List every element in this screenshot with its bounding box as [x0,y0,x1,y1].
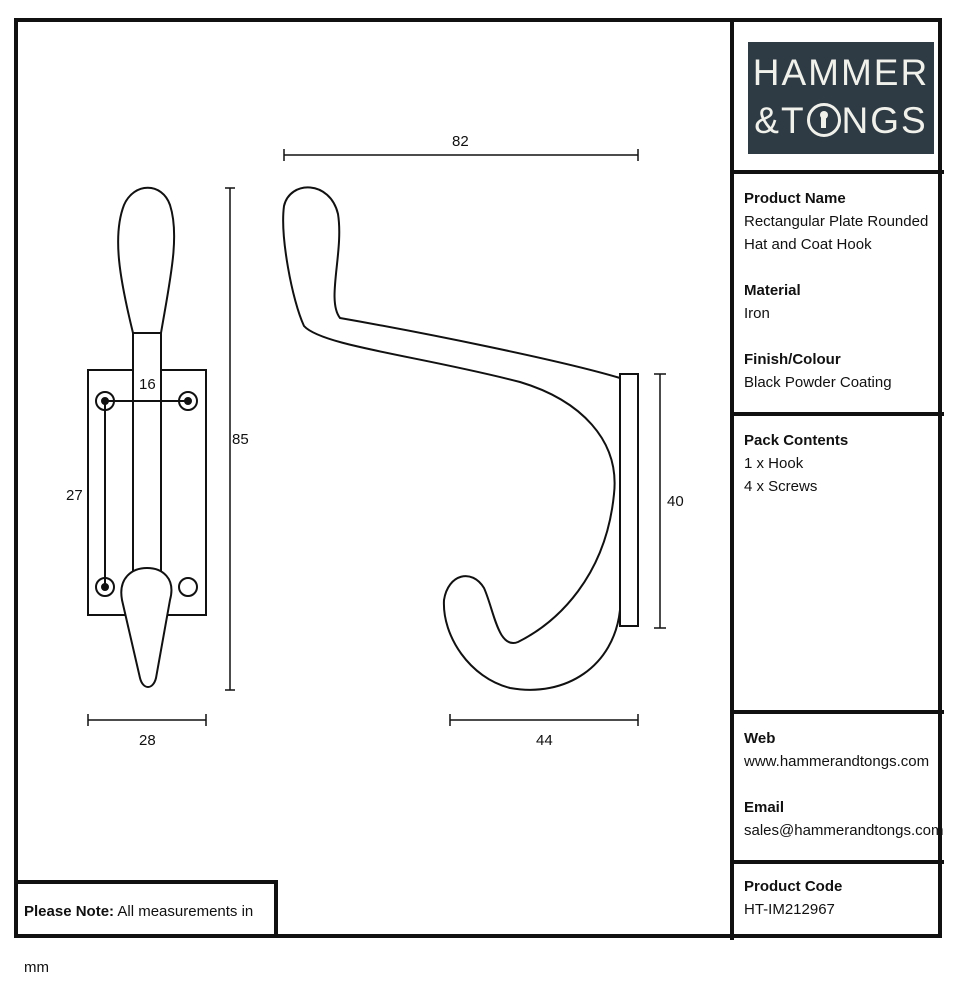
web-link[interactable]: www.hammerandtongs.com [744,753,930,770]
hole-spacing-v-label: 27 [66,487,83,504]
hole-spacing-h-label: 16 [139,376,156,393]
pack-contents-label: Pack Contents [744,432,849,449]
side-dimensions [283,149,666,726]
screw-hole-br [178,577,198,597]
upper-prong [117,186,176,334]
pack-panel: Pack Contents 1 x Hook 4 x Screws [730,414,944,714]
front-height-label: 85 [232,431,249,448]
code-panel: Product Code HT-IM212967 [730,862,944,940]
side-width-label: 82 [452,133,469,150]
side-view [282,186,639,691]
measurement-note: Please Note: All measurements in mm [14,880,278,976]
front-width-label: 28 [139,732,156,749]
plate-height-label: 40 [667,493,684,510]
product-name-label: Product Name [744,190,846,207]
keyhole-icon [806,103,841,137]
product-code-value: HT-IM212967 [744,901,835,918]
lower-prong [120,566,173,688]
front-dimensions [87,187,235,726]
finish-label: Finish/Colour [744,351,841,368]
front-view [87,186,207,688]
hook-stem [132,332,162,580]
hook-profile [282,186,621,691]
side-plate [619,373,639,627]
email-label: Email [744,799,785,816]
brand-line1: HAMMER [752,52,930,93]
side-depth-label: 44 [536,732,553,749]
product-name-line2: Hat and Coat Hook [744,236,872,253]
finish-value: Black Powder Coating [744,374,892,391]
product-panel: Product Name Rectangular Plate Rounded H… [730,172,944,416]
material-value: Iron [744,305,770,322]
technical-drawing: 85 28 16 27 82 44 40 [66,133,684,749]
pack-item: 1 x Hook [744,455,804,472]
note-label: Please Note: [24,903,115,920]
material-label: Material [744,282,801,299]
pack-item: 4 x Screws [744,478,818,495]
contact-panel: Web www.hammerandtongs.com Email sales@h… [730,712,944,864]
web-label: Web [744,730,776,747]
product-code-label: Product Code [744,878,843,895]
drawing-frame [14,18,942,938]
email-link[interactable]: sales@hammerandtongs.com [744,822,944,839]
product-name-line1: Rectangular Plate Rounded [744,213,929,230]
